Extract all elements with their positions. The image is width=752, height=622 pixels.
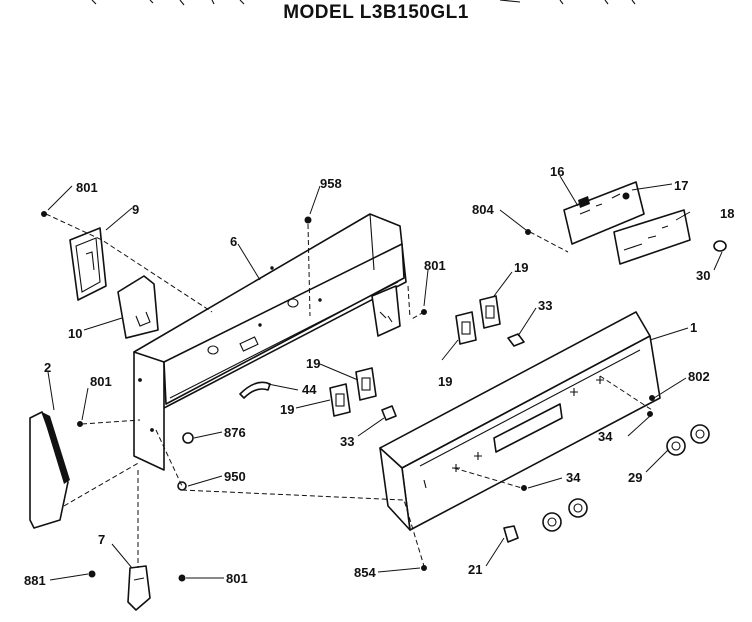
callout-30: 30 xyxy=(696,268,710,283)
callout-18: 18 xyxy=(720,206,734,221)
callout-1: 1 xyxy=(690,320,697,335)
callout-9: 9 xyxy=(132,202,139,217)
assembly-lines xyxy=(45,213,653,568)
knob-part-29-left-b xyxy=(568,498,588,518)
callout-950: 950 xyxy=(224,469,246,484)
callout-19-mid: 19 xyxy=(438,374,452,389)
switch-part-19-lower-left xyxy=(329,383,351,417)
callout-881: 881 xyxy=(24,573,46,588)
callout-34-right: 34 xyxy=(598,429,613,444)
rear-frame-part-6 xyxy=(133,213,407,471)
callout-33-lower: 33 xyxy=(340,434,354,449)
callout-876: 876 xyxy=(224,425,246,440)
knob-part-29-right-b xyxy=(690,424,710,444)
callout-6: 6 xyxy=(230,234,237,249)
overlay-part-18 xyxy=(613,209,691,265)
side-trim-part-2 xyxy=(29,411,70,529)
top-edge-fragments xyxy=(91,0,636,6)
callout-801-bottom: 801 xyxy=(226,571,248,586)
bracket-part-33-lower xyxy=(381,405,397,421)
callout-802: 802 xyxy=(688,369,710,384)
callout-labels: 801 9 958 16 17 18 804 6 801 19 33 10 30… xyxy=(24,164,734,588)
control-panel-part-1 xyxy=(379,311,661,531)
callout-958: 958 xyxy=(320,176,342,191)
callout-2: 2 xyxy=(44,360,51,375)
callout-801-center: 801 xyxy=(424,258,446,273)
callout-16: 16 xyxy=(550,164,564,179)
callout-19-upper: 19 xyxy=(514,260,528,275)
switch-part-19-upper-right xyxy=(479,295,501,329)
diagram-title: MODEL L3B150GL1 xyxy=(283,2,469,23)
callout-7: 7 xyxy=(98,532,105,547)
callout-17: 17 xyxy=(674,178,688,193)
knob-part-29-right-a xyxy=(666,436,686,456)
callout-801-left: 801 xyxy=(90,374,112,389)
knob-part-29-left-a xyxy=(542,512,562,532)
clip-part-7 xyxy=(127,565,151,611)
clip-part-21 xyxy=(503,525,519,543)
callout-10: 10 xyxy=(68,326,82,341)
switch-part-19-upper-left xyxy=(455,311,477,345)
leader-lines xyxy=(47,175,723,581)
bracket-part-33-upper xyxy=(507,333,525,347)
bracket-part-9 xyxy=(69,227,107,301)
switch-part-19-lower-right xyxy=(355,367,377,401)
bracket-part-10 xyxy=(117,275,159,339)
callout-34-center: 34 xyxy=(566,470,581,485)
callout-19-left-lower: 19 xyxy=(280,402,294,417)
wire-part-44 xyxy=(239,381,271,399)
callout-19-left-upper: 19 xyxy=(306,356,320,371)
knob-part-30 xyxy=(713,240,727,252)
callout-854: 854 xyxy=(354,565,376,580)
callout-33-upper: 33 xyxy=(538,298,552,313)
callout-29: 29 xyxy=(628,470,642,485)
callout-21: 21 xyxy=(468,562,482,577)
callout-801-top-left: 801 xyxy=(76,180,98,195)
callout-44: 44 xyxy=(302,382,317,397)
control-board-part-16 xyxy=(563,181,645,245)
callout-804: 804 xyxy=(472,202,494,217)
